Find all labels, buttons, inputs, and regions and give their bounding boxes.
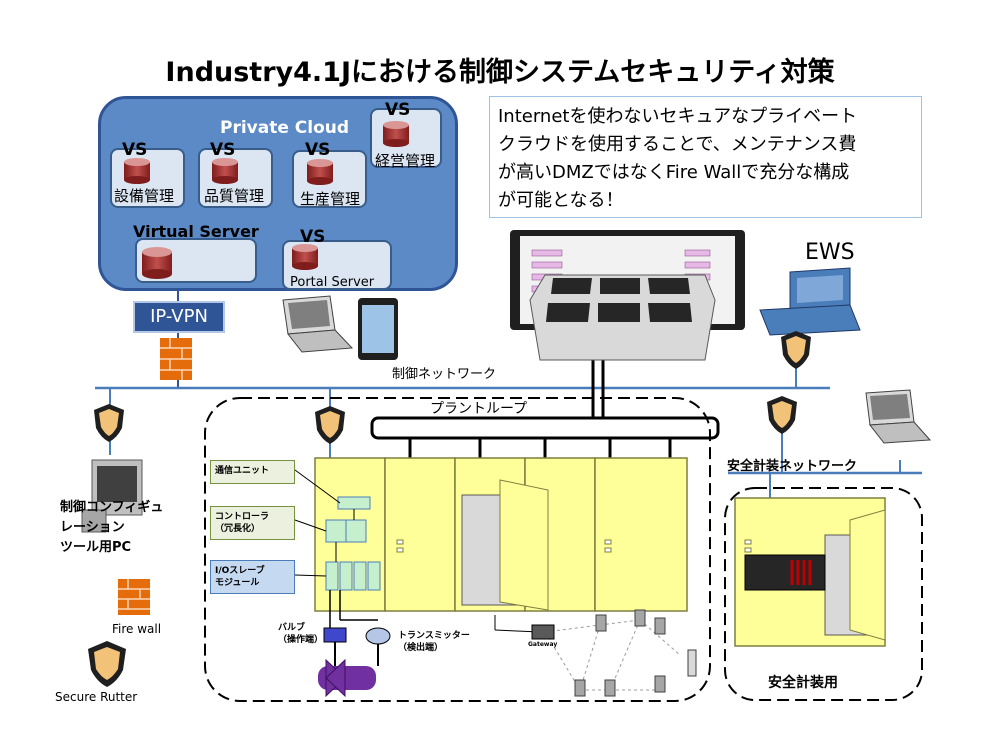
valve-label: バルブ （操作端） bbox=[278, 623, 324, 645]
database-icon bbox=[142, 247, 172, 279]
vs-label: VS bbox=[122, 140, 148, 160]
vs-label: VS bbox=[385, 100, 411, 120]
safety-network-label: 安全計装ネットワーク bbox=[727, 459, 858, 474]
server-equipment-label: 設備管理 bbox=[114, 187, 175, 205]
shield-icon bbox=[315, 406, 345, 444]
server-production-label: 生産管理 bbox=[300, 190, 361, 208]
comm-unit-label: 通信ユニット bbox=[210, 460, 295, 484]
plant-loop bbox=[370, 416, 720, 440]
vs-box-equipment bbox=[110, 148, 185, 208]
ip-vpn-box: IP-VPN bbox=[133, 301, 225, 333]
database-icon bbox=[124, 158, 150, 184]
config-tool-label: 制御コンフィギュ レーション ツール用PC bbox=[60, 500, 164, 555]
server-management-label: 経営管理 bbox=[375, 152, 436, 170]
firewall-icon bbox=[118, 579, 150, 615]
secure-router-label: Secure Rutter bbox=[55, 690, 138, 704]
vs-box-production bbox=[292, 150, 367, 208]
vs-label: VS bbox=[305, 140, 331, 160]
portal-server-label: Portal Server bbox=[290, 275, 375, 290]
shield-icon bbox=[94, 404, 124, 442]
safety-area bbox=[724, 487, 923, 701]
database-icon bbox=[212, 158, 238, 184]
database-icon bbox=[307, 159, 333, 185]
note-line: が高いDMZではなくFire Wallで充分な構成 bbox=[498, 162, 850, 183]
shield-icon bbox=[781, 331, 811, 369]
server-quality-label: 品質管理 bbox=[204, 187, 265, 205]
transmitter-label: トランスミッター （検出端） bbox=[398, 631, 470, 653]
laptop-icon bbox=[865, 389, 932, 444]
database-icon bbox=[292, 244, 318, 270]
vs-label: VS bbox=[300, 227, 326, 247]
firewall-icon bbox=[160, 338, 192, 380]
laptop-icon bbox=[282, 295, 354, 353]
private-cloud-label: Private Cloud bbox=[220, 118, 350, 138]
virtual-server-label: Virtual Server bbox=[133, 222, 259, 241]
shield-icon bbox=[767, 396, 797, 434]
note-box: Internetを使わないセキュアなプライベート クラウドを使用することで、メン… bbox=[489, 96, 922, 218]
note-line: が可能となる！ bbox=[498, 190, 624, 211]
safety-instrumented-label: 安全計装用 bbox=[768, 675, 838, 691]
page-title: Industry4.1Jにおける制御システムセキュリティ対策 bbox=[165, 57, 835, 88]
note-line: クラウドを使用することで、メンテナンス費 bbox=[498, 134, 857, 155]
controller-label: コントローラ （冗長化） bbox=[210, 506, 295, 540]
gateway-label: Gateway bbox=[528, 641, 558, 648]
plant-loop-label: プラントループ bbox=[430, 401, 528, 417]
plant-area bbox=[204, 397, 711, 702]
control-network-label: 制御ネットワーク bbox=[392, 367, 497, 382]
fire-wall-label: Fire wall bbox=[112, 622, 162, 636]
vs-label: VS bbox=[210, 140, 236, 160]
ews-label: EWS bbox=[805, 240, 855, 265]
note-line: Internetを使わないセキュアなプライベート bbox=[498, 106, 858, 127]
database-icon bbox=[383, 121, 409, 147]
shield-icon bbox=[88, 641, 126, 687]
io-slave-label: I/Oスレーブ モジュール bbox=[210, 560, 295, 594]
